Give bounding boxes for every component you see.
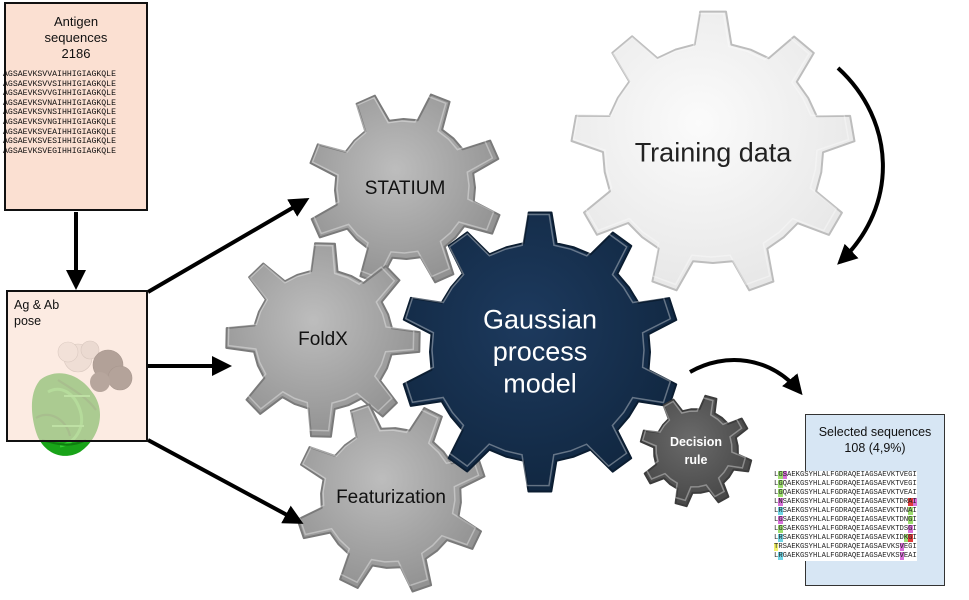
featurization-gear [296,403,486,593]
statium-gear-bevel [311,95,495,279]
foldx-gear [225,242,421,438]
gaussian-label-line1: Gaussian [482,304,598,335]
antigen-sequence-line: AGSAEVKSVVGIHHIGIAGKQLE [3,89,117,99]
selected-sequence-line: LRSAEKGSYHLALFGDRAQEIAGSAEVKIDKGI [774,534,917,542]
pose-title-line1: Ag & Ab [14,298,60,312]
featurization-label: Featurization [336,487,446,508]
antigen-sequence-line: AGSAEVKSVEAIHHIGIAGKQLE [3,127,117,137]
training-data-gear-bevel [572,12,850,286]
arrow-to-selected [689,358,803,396]
pose-title-line2: pose [14,314,42,328]
antigen-sequence-line: AGSAEVKSVNSIHHIGIAGKQLE [3,108,117,118]
training-data-label: Training data [634,137,792,168]
selected-title: Selected sequences [818,425,932,439]
selected-count: 108 (4,9%) [844,441,906,455]
antigen-sequence-line: AGSAEVKSVESIHHIGIAGKQLE [3,137,117,147]
decision-label-line2: rule [684,453,708,467]
antigen-sequence-line: AGSAEVKSVNGIHHIGIAGKQLE [3,117,117,127]
statium-label: STATIUM [364,178,446,199]
selected-sequence-line: LGSAEKGSYHLALFGDRAQEIAGSAEVKTDNGI [774,516,917,524]
foldx-gear-bevel [227,244,415,432]
statium-gear [309,93,501,285]
antigen-count: 2186 [61,46,91,61]
antigen-title-line1: Antigen [53,14,99,29]
selected-sequence-line: LNSAEKGSYHLALFGDRAQEIAGSAEVKTDRAI [774,498,917,506]
selected-sequence-line: LGSAEKGSYHLALFGDRAQEIAGSAEVKTVEGI [774,471,917,479]
antigen-sequence-line: AGSAEVKSVVAIHHIGIAGKQLE [3,70,117,79]
selected-sequence-line: TRSAEKGSYHLALFGDRAQEIAGSAEVKSVEGI [774,543,917,551]
antigen-sequence-line: AGSAEVKSVNAIHHIGIAGKQLE [3,98,117,108]
ag-ab-pose-box: Ag & Ab pose [6,290,148,442]
foldx-label: FoldX [298,329,348,350]
selected-sequence-line: LGQAEKGSYHLALFGDRAQEIAGSAEVKTVEAI [774,489,917,497]
arrow-pose-to-statium [146,197,310,294]
arrow-training-loop [836,66,885,265]
antigen-sequence-line: AGSAEVKSVVSIHHIGIAGKQLE [3,79,117,89]
gaussian-process-gear [402,211,678,493]
decision-label-line1: Decision [669,435,723,449]
decision-rule-gear-bevel [641,396,747,502]
selected-sequence-line: LRGAEKGSYHLALFGDRAQEIAGSAEVKSVEAI [774,552,917,560]
antigen-title-line2: sequences [44,30,108,45]
training-data-gear [570,10,856,292]
gaussian-label-line3: model [503,368,577,399]
selected-sequence-line: LGSAEKGSYHLALFGDRAQEIAGSAEVKTDSGI [774,525,917,533]
gaussian-process-gear-bevel [404,213,672,487]
featurization-gear-bevel [298,405,480,587]
decision-rule-gear [639,394,753,508]
selected-sequence-line: LRSAEKGSYHLALFGDRAQEIAGSAEVKTDNAI [774,507,917,515]
arrow-pose-to-featurization [147,438,304,524]
antigen-sequences-box: Antigen sequences 2186 AGSAEVKSVVAIHHIGI… [3,2,148,211]
antigen-sequence-line: AGSAEVKSVEGIHHIGIAGKQLE [3,146,117,156]
gaussian-label-line2: process [492,336,588,367]
selected-sequence-line: LGQAEKGSYHLALFGDRAQEIAGSAEVKTVEGI [774,480,917,488]
